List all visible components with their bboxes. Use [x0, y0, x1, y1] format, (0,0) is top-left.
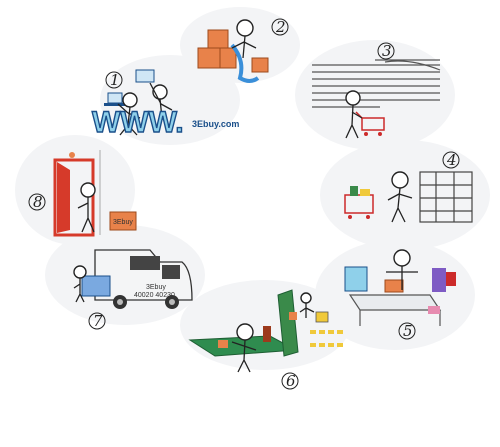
box-icon: [109, 211, 137, 231]
step-7-delivery-truck: 3Ebuy 40020 40230 7: [73, 249, 193, 330]
box-icon: [289, 312, 297, 320]
step-number: 1: [110, 71, 120, 89]
step-number: 5: [403, 322, 413, 340]
shelf-icon: [419, 171, 473, 223]
cart-icon: [344, 186, 374, 219]
step-number: 7: [93, 312, 103, 330]
truck-icon: [81, 249, 193, 309]
step-1-online-order: WWW. 3Ebuy.com 1: [91, 69, 239, 140]
door-icon: [53, 150, 101, 237]
box-icon: [263, 326, 271, 342]
wrap-roll: [230, 43, 260, 83]
step-number-ring: [28, 193, 46, 211]
step-6-sorting-conveyor: 6: [188, 289, 345, 390]
step-3-warehouse-picking: 3: [312, 42, 441, 139]
step-2-supplier-packing: 2: [197, 18, 289, 83]
step-number-ring: [398, 322, 416, 340]
step-number-ring: [281, 372, 299, 390]
stick-figure: [299, 292, 315, 318]
stick-figure: [231, 19, 257, 59]
box-icon: [428, 306, 440, 314]
stick-figure: [386, 249, 418, 290]
stick-figure: [117, 92, 141, 136]
step-number: 3: [382, 42, 392, 60]
bin-icon: [344, 266, 368, 292]
truck-phone: 40020 40230: [134, 292, 175, 299]
step-number: 2: [275, 18, 286, 36]
box-icon: [384, 279, 404, 293]
computer-icon: [104, 92, 126, 106]
truck-logo: 3Ebuy: [146, 284, 166, 291]
step-number-ring: [377, 42, 395, 60]
step-number-ring: [442, 151, 460, 169]
step-number: 4: [446, 151, 457, 169]
stick-figure: [345, 90, 363, 139]
step-5-packing-station: 5: [344, 249, 456, 340]
box-icon: [218, 340, 228, 348]
step-number: 6: [286, 372, 296, 390]
box-icon: [446, 272, 456, 286]
stick-figure: [231, 323, 257, 373]
www-caption: WWW.: [92, 106, 184, 139]
domain-label: 3Ebuy.com: [192, 119, 239, 129]
box-icon: [197, 29, 269, 73]
box-icon: [432, 268, 446, 292]
box-label: 3Ebuy: [113, 219, 133, 226]
step-number-ring: [105, 71, 123, 89]
step-8-doorstep-delivery: 3Ebuy 8: [28, 150, 137, 237]
shelf-icon: [312, 59, 441, 108]
step-number-ring: [88, 312, 106, 330]
box-icon: [315, 311, 329, 323]
computer-icon: [135, 69, 155, 83]
stick-figure: [73, 265, 87, 303]
step-4-shelving: 4: [344, 151, 473, 223]
stick-figure: [149, 82, 173, 131]
stick-figure: [77, 182, 96, 233]
stick-figure: [387, 171, 413, 223]
step-number-ring: [271, 18, 289, 36]
step-number: 8: [33, 193, 43, 211]
